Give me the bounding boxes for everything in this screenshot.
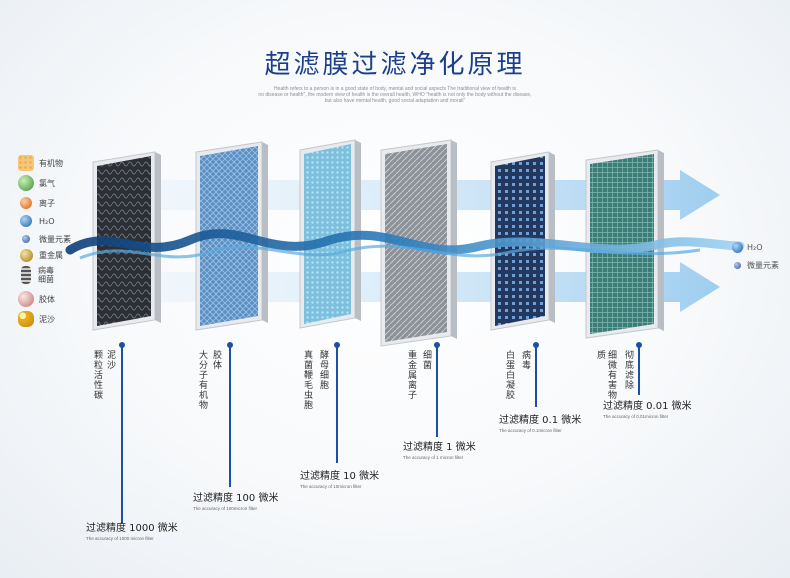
output-legend-item: H₂O [732,238,763,256]
subtitle: Health refers to a person is in a good s… [230,86,560,104]
trace-element-icon [734,261,741,269]
chlorine-icon [18,175,34,191]
accuracy-en-label: The accuracy of 1 micron filter [403,455,464,460]
accuracy-en-label: The accuracy of 100micron filter [193,506,258,511]
stage-removes-label: 真菌鞭毛虫胞 [302,350,312,410]
stage-pointer-line [121,345,123,523]
water-molecule-icon [732,241,743,253]
subtitle-line: no disease or health", the modern view o… [258,92,532,98]
stage-accuracy: 过滤精度 10 微米 The accuracy of 10micron filt… [300,467,379,489]
stage-removes-label: 颗粒活性碳 [92,350,102,400]
output-legend-item: 微量元素 [732,256,779,274]
legend-label: 氯气 [39,178,55,188]
stage-pointer-dot [119,342,125,348]
stage-accuracy: 过滤精度 0.1 微米 The accuracy of 0.1micron fi… [499,411,581,433]
legend-label: H₂O [747,242,763,252]
stage-pointer-line [535,345,537,407]
stage-accuracy: 过滤精度 0.01 微米 The accuracy of 0.01micron … [603,397,692,419]
stage-accuracy: 过滤精度 1 微米 The accuracy of 1 micron filte… [403,438,476,460]
stage-removes-label: 大分子有机物 [197,350,207,410]
stage-removes-label: 彻底滤除 [623,350,633,390]
stage-pointer-line [336,345,338,463]
page-title: 超滤膜过滤净化原理 [264,50,526,80]
legend-item: 有机物 [18,154,63,172]
stage-pointer-dot [334,342,340,348]
legend-item: 微量元素 [18,230,71,248]
stage-accuracy: 过滤精度 1000 微米 The accuracy of 1000 micron… [86,519,178,541]
accuracy-label: 过滤精度 0.1 微米 [499,415,582,426]
trace-element-icon [22,235,30,243]
accuracy-label: 过滤精度 10 微米 [300,471,380,482]
legend-label: 有机物 [39,158,63,168]
accuracy-en-label: The accuracy of 0.01micron filter [603,414,669,419]
legend-label: 微量元素 [39,234,71,244]
stage-removes-label: 白蛋白凝胶 [504,350,514,400]
ion-icon [20,197,32,209]
filter-panel [299,139,361,329]
stage-pointer-line [436,345,438,437]
stage-removes-label: 病毒 [520,350,530,370]
stage-pointer-line [638,345,640,395]
legend-item: 胶体 [18,290,55,308]
stage-removes-label: 酵母细胞 [318,350,328,390]
colloid-icon [18,291,34,307]
subtitle-line: but also have mental health, good social… [324,98,466,104]
filter-mesh [590,154,654,334]
accuracy-label: 过滤精度 1 微米 [403,442,476,453]
legend-item: 氯气 [18,174,55,192]
legend-item: H₂O [18,212,55,230]
legend-item: 离子 [18,194,55,212]
accuracy-label: 过滤精度 1000 微米 [86,523,178,534]
water-stream [65,229,745,255]
stage-removes-label: 泥沙 [105,350,115,370]
legend-label: 泥沙 [39,314,55,324]
stage-removes-label: 细菌 [421,350,431,370]
legend-item: 泥沙 [18,310,55,328]
stage-pointer-dot [434,342,440,348]
legend-label: 重金属 [39,250,63,260]
stage-accuracy: 过滤精度 100 微米 The accuracy of 100micron fi… [193,489,278,511]
water-molecule-icon [20,215,32,227]
stage-pointer-dot [533,342,539,348]
sediment-icon [18,311,34,327]
organic-matter-icon [18,155,34,171]
legend-label: 微量元素 [747,260,779,270]
legend-item: 病毒 细菌 [18,264,54,286]
stage-removes-label: 重金属离子 [406,350,416,400]
stage-pointer-dot [227,342,233,348]
legend-label: 病毒 细菌 [38,266,54,284]
heavy-metal-icon [20,248,33,262]
subtitle-line: Health refers to a person is in a good s… [274,86,516,92]
accuracy-label: 过滤精度 0.01 微米 [603,401,692,412]
accuracy-en-label: The accuracy of 0.1micron filter [499,428,562,433]
stage-removes-label: 胶体 [211,350,221,370]
accuracy-en-label: The accuracy of 10micron filter [300,484,362,489]
legend-label: H₂O [39,216,55,226]
legend-label: 胶体 [39,294,55,304]
stage-pointer-line [229,345,231,487]
legend-item: 重金属 [18,246,63,264]
accuracy-label: 过滤精度 100 微米 [193,493,279,504]
legend-label: 离子 [39,198,55,208]
virus-bacteria-icon [21,266,31,284]
stage-pointer-dot [636,342,642,348]
accuracy-en-label: The accuracy of 1000 micron filter [86,536,154,541]
stage-removes-label: 细微有害物质 [595,350,616,400]
filter-mesh [304,144,351,324]
